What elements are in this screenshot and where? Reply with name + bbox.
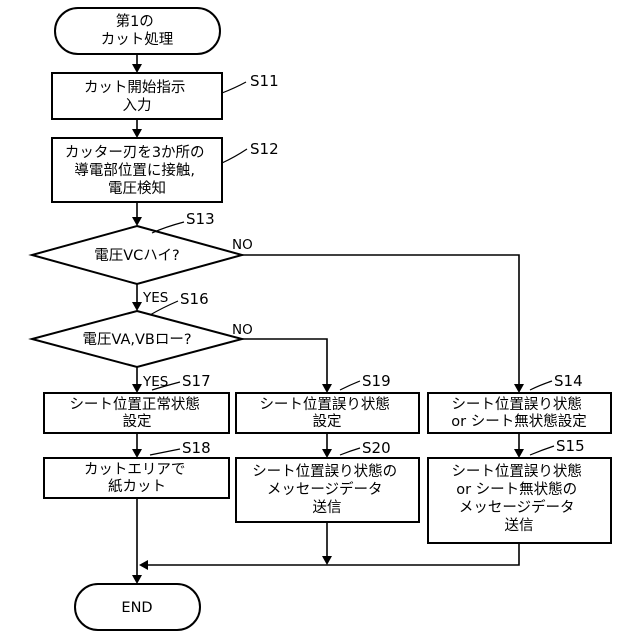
step-number-s14: S14: [554, 372, 583, 390]
step-s19-line-1: シート位置誤り状態: [259, 396, 390, 413]
arrowhead: [322, 449, 332, 458]
decision-s16-line-1: 電圧VA,VBロー?: [82, 332, 191, 348]
arrowhead: [132, 64, 142, 73]
step-number-s15: S15: [556, 437, 585, 455]
step-s11-line-1: カット開始指示: [84, 79, 186, 96]
leader-s12: [222, 149, 247, 163]
step-s15-line-1: シート位置誤り状態: [451, 463, 582, 480]
leader-s18: [150, 449, 180, 455]
step-number-s19: S19: [362, 372, 391, 390]
step-s12-line-2: 導電部位置に接触,: [74, 162, 195, 179]
step-number-s18: S18: [182, 439, 211, 457]
end-label-line-1: END: [121, 600, 152, 616]
step-s14-line-2: or シート無状態設定: [451, 413, 586, 430]
arrowhead: [132, 575, 142, 584]
arrowhead: [322, 556, 332, 565]
step-s18-line-1: カットエリアで: [84, 462, 186, 478]
step-s20-line-1: シート位置誤り状態の: [252, 463, 397, 480]
leader-s13: [152, 222, 184, 233]
branch-label-s13-yes: YES: [142, 290, 168, 306]
step-s17-line-1: シート位置正常状態: [69, 396, 200, 413]
arrowhead: [132, 384, 142, 393]
step-number-s20: S20: [362, 439, 391, 457]
arrowhead: [132, 302, 142, 311]
edge-s15-merge: [146, 543, 519, 565]
arrowhead: [139, 560, 148, 570]
step-s12-line-1: カッター刃を3か所の: [65, 144, 205, 161]
step-number-s16: S16: [180, 290, 209, 308]
decision-s13-line-1: 電圧VCハイ?: [94, 248, 179, 264]
branch-label-s16-no: NO: [232, 322, 253, 338]
edge-s13-no: [242, 255, 519, 386]
arrowhead: [132, 217, 142, 226]
end-label: END: [121, 600, 152, 616]
branch-label-s16-yes: YES: [142, 374, 168, 390]
step-number-s13: S13: [186, 210, 215, 228]
decision-s13-text: 電圧VCハイ?: [94, 248, 179, 264]
arrowhead: [514, 449, 524, 458]
step-number-s11: S11: [250, 72, 279, 90]
step-s20-line-3: 送信: [313, 499, 342, 516]
arrowhead: [322, 384, 332, 393]
step-number-s17: S17: [182, 372, 211, 390]
step-s14-line-1: シート位置誤り状態: [451, 396, 582, 413]
step-s18-line-2: 紙カット: [108, 478, 166, 495]
step-s17-line-2: 設定: [123, 413, 152, 430]
start-label-line-2: カット処理: [101, 31, 174, 48]
leader-s15: [530, 446, 554, 455]
decision-s16-text: 電圧VA,VBロー?: [82, 332, 191, 348]
edge-s16-no: [242, 339, 327, 386]
step-s11-line-2: 入力: [123, 97, 152, 114]
arrowhead: [132, 129, 142, 138]
leader-s20: [340, 448, 360, 455]
leader-s14: [530, 381, 552, 390]
step-s15-line-4: 送信: [505, 517, 534, 534]
arrowhead: [514, 384, 524, 393]
step-number-s12: S12: [250, 140, 279, 158]
leader-s11: [222, 82, 246, 93]
arrowhead: [132, 449, 142, 458]
step-s15-line-3: メッセージデータ: [459, 498, 575, 516]
start-label-line-1: 第1の: [116, 12, 154, 30]
step-s12-line-3: 電圧検知: [108, 180, 166, 197]
step-s15-line-2: or シート無状態の: [456, 481, 577, 498]
step-s20-line-2: メッセージデータ: [267, 480, 383, 498]
step-s19-line-2: 設定: [313, 413, 342, 430]
leader-s19: [340, 381, 360, 390]
branch-label-s13-no: NO: [232, 237, 253, 253]
